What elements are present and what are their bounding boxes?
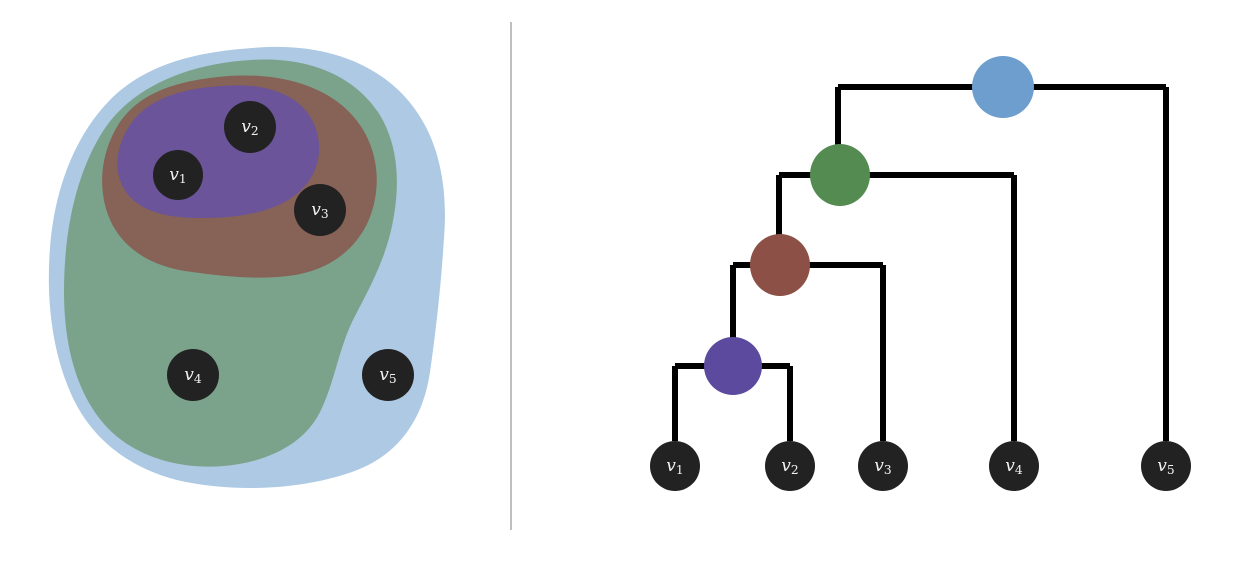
vertex-v4[interactable]: v4: [167, 349, 219, 401]
vertex-v2[interactable]: v2: [224, 101, 276, 153]
vertex-v3[interactable]: v3: [294, 184, 346, 236]
vertex-v1-sub: 1: [179, 172, 187, 186]
nested-cluster-panel: v1 v2 v3 v4: [0, 0, 511, 566]
svg-text:v3: v3: [311, 200, 328, 221]
internal-node-blue[interactable]: [972, 56, 1034, 118]
vertex-v3-label: v: [311, 200, 321, 220]
svg-text:v2: v2: [241, 117, 258, 138]
leaf-v1-label: v: [666, 456, 676, 476]
leaf-v5-label: v: [1157, 456, 1167, 476]
vertex-v5[interactable]: v5: [362, 349, 414, 401]
leaf-v4-sub: 4: [1015, 463, 1023, 477]
svg-text:v3: v3: [874, 456, 891, 477]
leaf-v4[interactable]: v4: [989, 441, 1039, 491]
vertex-v4-sub: 4: [194, 372, 202, 386]
vertex-v1-label: v: [169, 165, 179, 185]
dendrogram-panel: v1 v2 v3 v4: [511, 0, 1244, 566]
internal-node-purple[interactable]: [704, 337, 762, 395]
leaf-v3-sub: 3: [884, 463, 892, 477]
vertex-v5-sub: 5: [389, 372, 397, 386]
svg-text:v5: v5: [379, 365, 396, 386]
svg-text:v1: v1: [666, 456, 683, 477]
dendrogram-internal-nodes: [704, 56, 1034, 395]
panel-divider: [510, 22, 512, 530]
svg-text:v2: v2: [781, 456, 798, 477]
vertex-v1[interactable]: v1: [153, 150, 203, 200]
leaf-v1[interactable]: v1: [650, 441, 700, 491]
leaf-v3-label: v: [874, 456, 884, 476]
left-vertices: v1 v2 v3 v4: [153, 101, 414, 401]
svg-text:v4: v4: [1005, 456, 1023, 477]
vertex-v4-label: v: [184, 365, 194, 385]
leaf-v2[interactable]: v2: [765, 441, 815, 491]
leaf-v5[interactable]: v5: [1141, 441, 1191, 491]
leaf-v2-label: v: [781, 456, 791, 476]
leaf-v5-sub: 5: [1167, 463, 1175, 477]
leaf-v1-sub: 1: [676, 463, 684, 477]
internal-node-green[interactable]: [810, 144, 870, 206]
internal-node-brown[interactable]: [750, 234, 810, 296]
vertex-v2-label: v: [241, 117, 251, 137]
leaf-v2-sub: 2: [791, 463, 799, 477]
svg-text:v5: v5: [1157, 456, 1174, 477]
vertex-v2-sub: 2: [251, 124, 259, 138]
dendrogram-leaves: v1 v2 v3 v4: [650, 441, 1191, 491]
nested-cluster-svg: v1 v2 v3 v4: [48, 46, 445, 488]
vertex-v5-label: v: [379, 365, 389, 385]
svg-text:v4: v4: [184, 365, 202, 386]
dendrogram-svg: v1 v2 v3 v4: [650, 56, 1191, 491]
leaf-v3[interactable]: v3: [858, 441, 908, 491]
leaf-v4-label: v: [1005, 456, 1015, 476]
svg-text:v1: v1: [169, 165, 186, 186]
vertex-v3-sub: 3: [321, 207, 329, 221]
